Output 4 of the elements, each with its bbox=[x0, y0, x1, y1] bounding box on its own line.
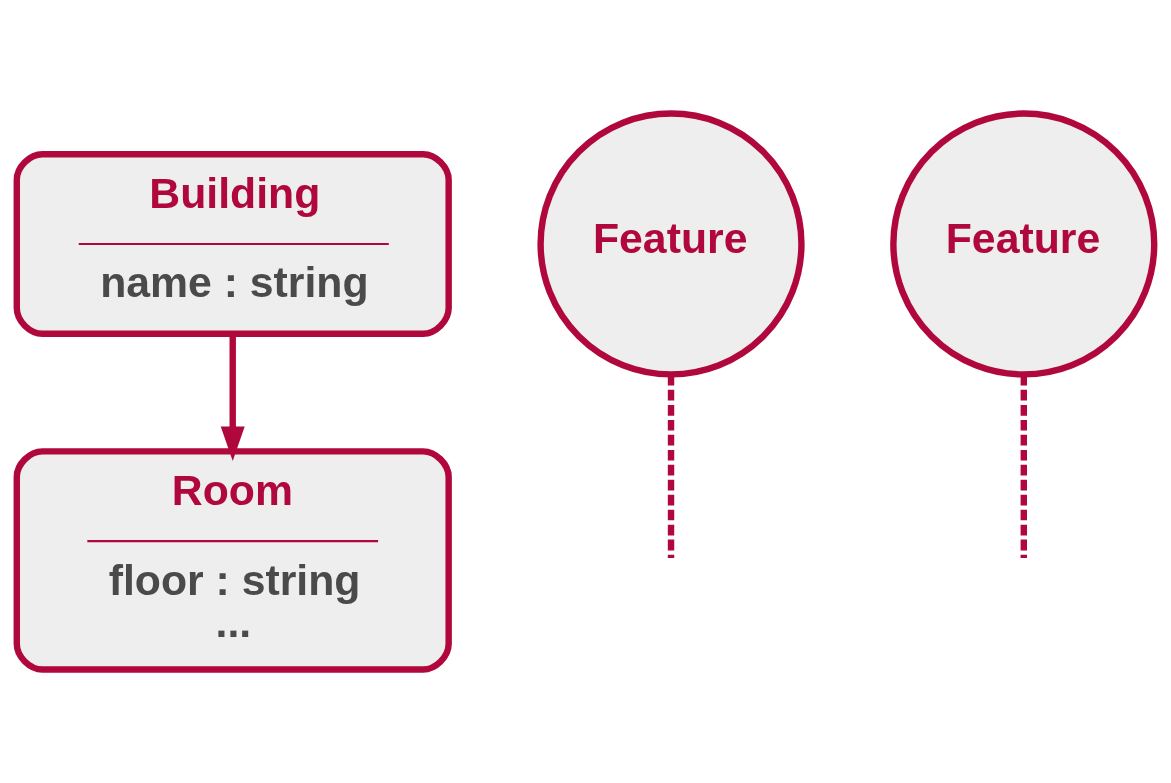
node-box: Building name : string bbox=[13, 150, 452, 337]
node-box: Room floor : string ... bbox=[13, 448, 452, 673]
node-circle: Feature bbox=[537, 110, 805, 378]
node-circle: Feature bbox=[890, 110, 1158, 378]
